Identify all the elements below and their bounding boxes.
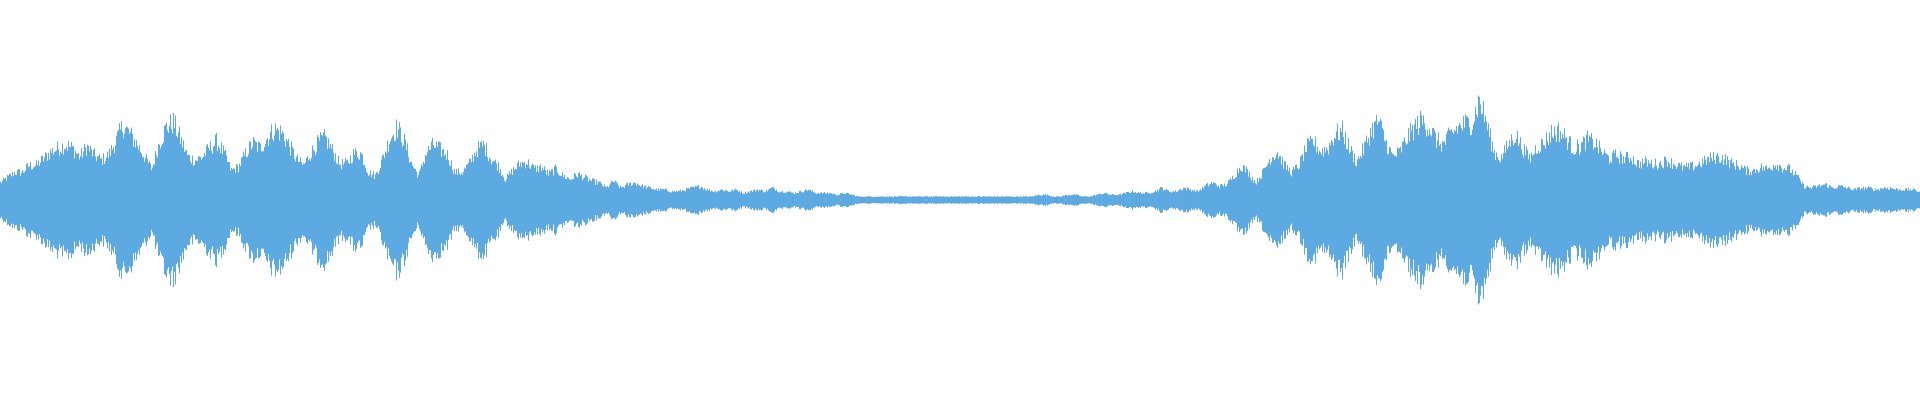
waveform-bars — [0, 95, 1920, 305]
